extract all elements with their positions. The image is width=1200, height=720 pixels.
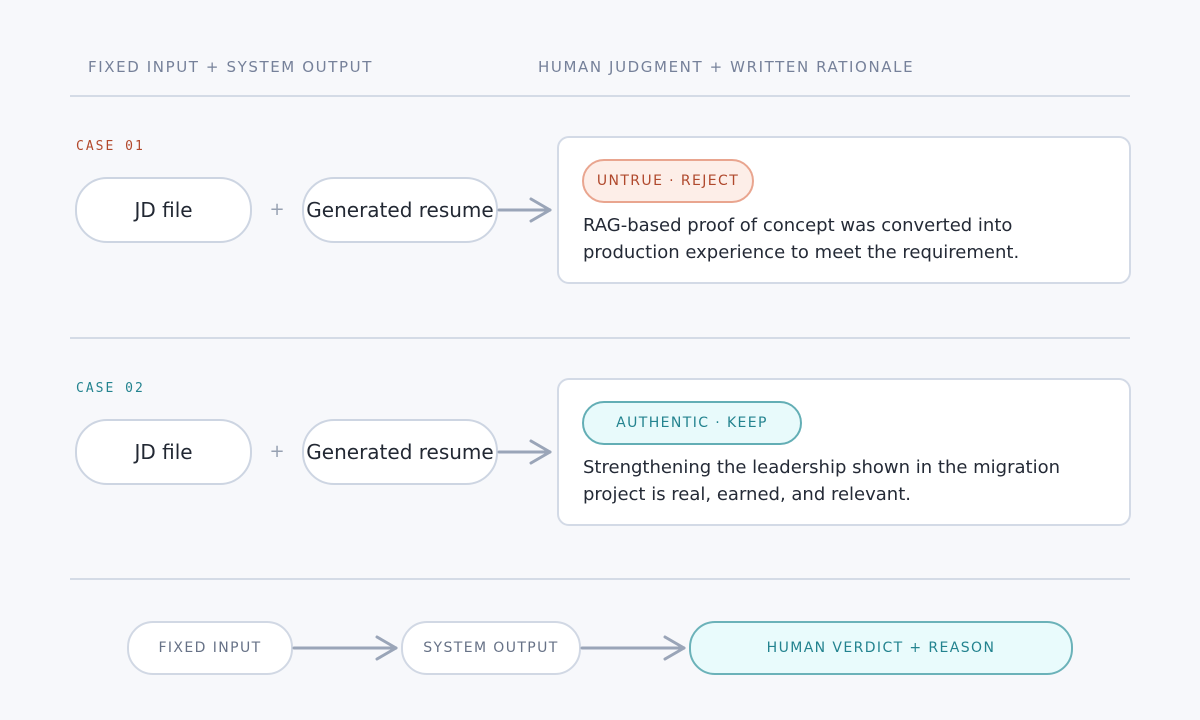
arrow-right-icon xyxy=(580,635,686,661)
rationale-text: RAG-based proof of concept was converted… xyxy=(583,215,1020,263)
judgment-card: UNTRUE · REJECT RAG-based proof of conce… xyxy=(557,136,1131,284)
column-header-input-output: FIXED INPUT + SYSTEM OUTPUT xyxy=(88,58,373,76)
case-label: CASE 02 xyxy=(76,381,145,396)
arrow-right-icon xyxy=(497,197,552,223)
arrow-right-icon xyxy=(497,439,552,465)
arrow-right-icon xyxy=(292,635,398,661)
flow-step-human-verdict: HUMAN VERDICT + REASON xyxy=(689,621,1073,675)
verdict-badge-keep: AUTHENTIC · KEEP xyxy=(582,401,802,445)
plus-sign: + xyxy=(269,199,285,220)
flow-step-fixed-input: FIXED INPUT xyxy=(127,621,293,675)
jd-file-pill: JD file xyxy=(75,177,252,243)
plus-sign: + xyxy=(269,441,285,462)
divider xyxy=(70,578,1130,580)
divider xyxy=(70,337,1130,339)
divider xyxy=(70,95,1130,97)
flow-step-system-output: SYSTEM OUTPUT xyxy=(401,621,581,675)
column-header-judgment: HUMAN JUDGMENT + WRITTEN RATIONALE xyxy=(538,58,915,76)
verdict-badge-reject: UNTRUE · REJECT xyxy=(582,159,754,203)
rationale-text: Strengthening the leadership shown in th… xyxy=(583,457,1061,505)
generated-resume-pill: Generated resume xyxy=(302,419,498,485)
jd-file-pill: JD file xyxy=(75,419,252,485)
generated-resume-pill: Generated resume xyxy=(302,177,498,243)
judgment-card: AUTHENTIC · KEEP Strengthening the leade… xyxy=(557,378,1131,526)
case-label: CASE 01 xyxy=(76,139,145,154)
